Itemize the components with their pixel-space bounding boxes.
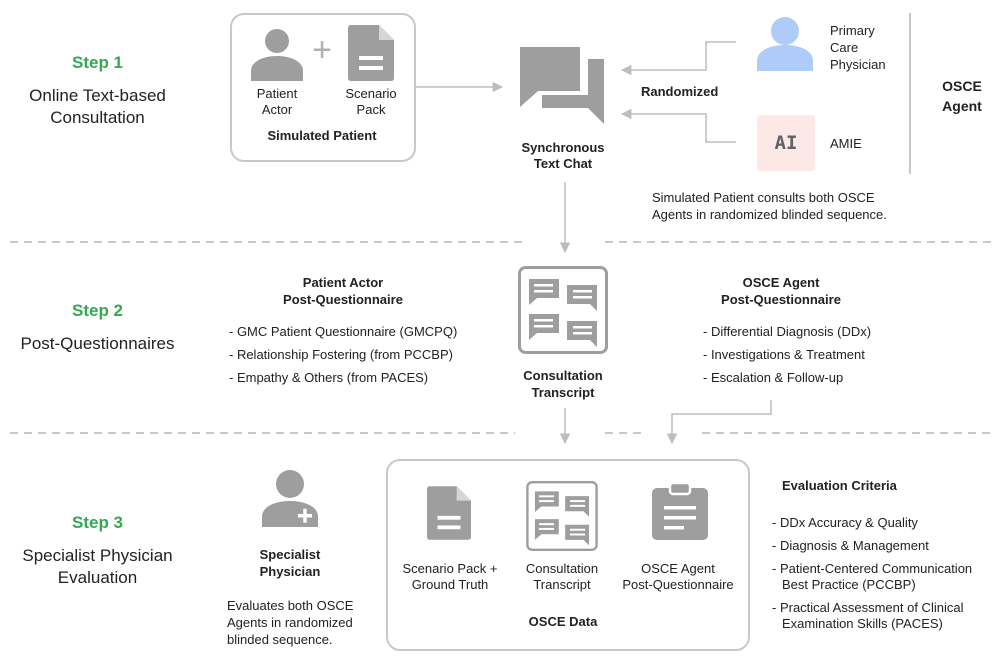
clipboard-icon [652, 482, 708, 540]
evaluation-criteria-title: Evaluation Criteria [782, 478, 897, 493]
agent-questionnaire-title: OSCE Agent Post-Questionnaire [721, 275, 841, 307]
scenario-pack-icon [348, 25, 394, 81]
list-item: - Relationship Fostering (from PCCBP) [229, 347, 453, 362]
patient-actor-label: Patient Actor [256, 86, 298, 117]
list-item: - Empathy & Others (from PACES) [229, 370, 429, 385]
chat-title: Synchronous Text Chat [521, 140, 605, 171]
scenario-pack-icon [427, 486, 471, 540]
osce-scenario-pack-label: Scenario Pack + Ground Truth [402, 561, 498, 592]
patient-questionnaire-title: Patient Actor Post-Questionnaire [283, 275, 403, 307]
list-item: - Diagnosis & Management [772, 538, 929, 553]
pcp-label: Primary Care Physician [830, 23, 886, 72]
list-item: - Patient-Centered Communication Best Pr… [772, 561, 973, 592]
plus-sign: + [312, 31, 332, 69]
osce-agent-label: OSCE Agent [942, 78, 982, 114]
randomized-label: Randomized [641, 84, 719, 99]
step-1-title: Online Text-based Consultation [29, 86, 166, 127]
ai-badge-text: AI [774, 132, 798, 154]
physician-icon [755, 13, 815, 73]
osce-data-title: OSCE Data [528, 614, 598, 629]
specialist-note: Evaluates both OSCE Agents in randomized… [227, 598, 354, 647]
patient-questionnaire-list: - GMC Patient Questionnaire (GMCPQ) - Re… [229, 320, 457, 389]
step-2-title: Post-Questionnaires [20, 334, 175, 353]
arrow-agent-questionnaire-to-osce-data [666, 400, 772, 445]
specialist-title: Specialist Physician [259, 547, 321, 579]
chat-bubbles-icon [518, 45, 608, 125]
step-3-title: Specialist Physician Evaluation [22, 546, 173, 587]
transcript-icon [526, 481, 598, 551]
osce-questionnaire-label: OSCE Agent Post-Questionnaire [622, 561, 734, 592]
arrow-pcp-to-chat [620, 41, 736, 76]
osce-transcript-label: Consultation Transcript [525, 561, 599, 592]
transcript-icon [518, 266, 608, 354]
agent-questionnaire-list: - Differential Diagnosis (DDx) - Investi… [703, 320, 871, 389]
step-2-label: Step 2 [71, 301, 124, 320]
arrow-amie-to-chat [620, 108, 736, 143]
step1-note: Simulated Patient consults both OSCE Age… [652, 190, 887, 222]
specialist-icon [260, 467, 320, 529]
list-item: - DDx Accuracy & Quality [772, 515, 918, 530]
list-item: - Investigations & Treatment [703, 347, 865, 362]
patient-actor-icon [248, 25, 306, 83]
transcript-title: Consultation Transcript [523, 368, 603, 400]
evaluation-criteria-list: - DDx Accuracy & Quality - Diagnosis & M… [772, 515, 972, 632]
step-1-label: Step 1 [71, 53, 124, 72]
list-item: - Differential Diagnosis (DDx) [703, 324, 872, 339]
list-item: - GMC Patient Questionnaire (GMCPQ) [229, 324, 458, 339]
simulated-patient-title: Simulated Patient [267, 128, 377, 143]
amie-label: AMIE [830, 136, 862, 151]
list-item: - Practical Assessment of Clinical Exami… [772, 600, 964, 631]
step-3-label: Step 3 [71, 513, 124, 532]
scenario-pack-label: Scenario Pack [345, 86, 397, 117]
list-item: - Escalation & Follow-up [703, 370, 844, 385]
ai-badge: AI [757, 115, 815, 171]
